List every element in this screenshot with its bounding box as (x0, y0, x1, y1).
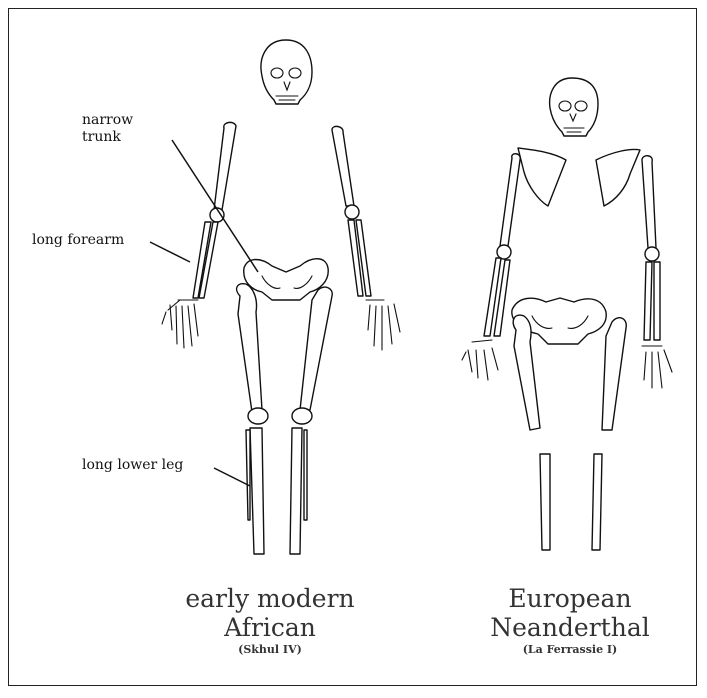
skeleton-early-modern-african (162, 40, 400, 554)
leg-left-right-skeleton (513, 315, 550, 550)
arm-right-left-skeleton (332, 126, 400, 350)
label-narrow-trunk-line1: narrow (82, 112, 133, 128)
caption-early-modern-african: early modern African (Skhul IV) (150, 584, 390, 657)
leader-long-lower-leg (214, 468, 250, 486)
leader-long-forearm (150, 242, 190, 262)
label-long-forearm: long forearm (32, 232, 124, 249)
caption-left-line2: African (150, 613, 390, 642)
caption-left-specimen: (Skhul IV) (150, 642, 390, 657)
caption-right-specimen: (La Ferrassie I) (450, 642, 690, 657)
skeleton-european-neanderthal (462, 78, 672, 550)
leg-left-long-lower-leg (237, 284, 268, 554)
arm-left-long-forearm (162, 122, 236, 348)
skull-right (550, 78, 598, 136)
caption-left-line1: early modern (150, 584, 390, 613)
scapula-right (596, 149, 640, 206)
leg-right-right-skeleton (592, 318, 626, 550)
arm-left-right-skeleton (462, 154, 520, 380)
caption-european-neanderthal: European Neanderthal (La Ferrassie I) (450, 584, 690, 657)
leg-right-left-skeleton (290, 287, 332, 554)
label-narrow-trunk: narrow trunk (82, 112, 133, 146)
label-narrow-trunk-line2: trunk (82, 129, 121, 145)
arm-right-right-skeleton (642, 156, 672, 388)
caption-right-line1: European (450, 584, 690, 613)
label-long-lower-leg: long lower leg (82, 457, 183, 474)
leader-narrow-trunk (172, 140, 258, 272)
skull-left (261, 40, 312, 104)
caption-right-line2: Neanderthal (450, 613, 690, 642)
scapula-left (518, 148, 566, 206)
